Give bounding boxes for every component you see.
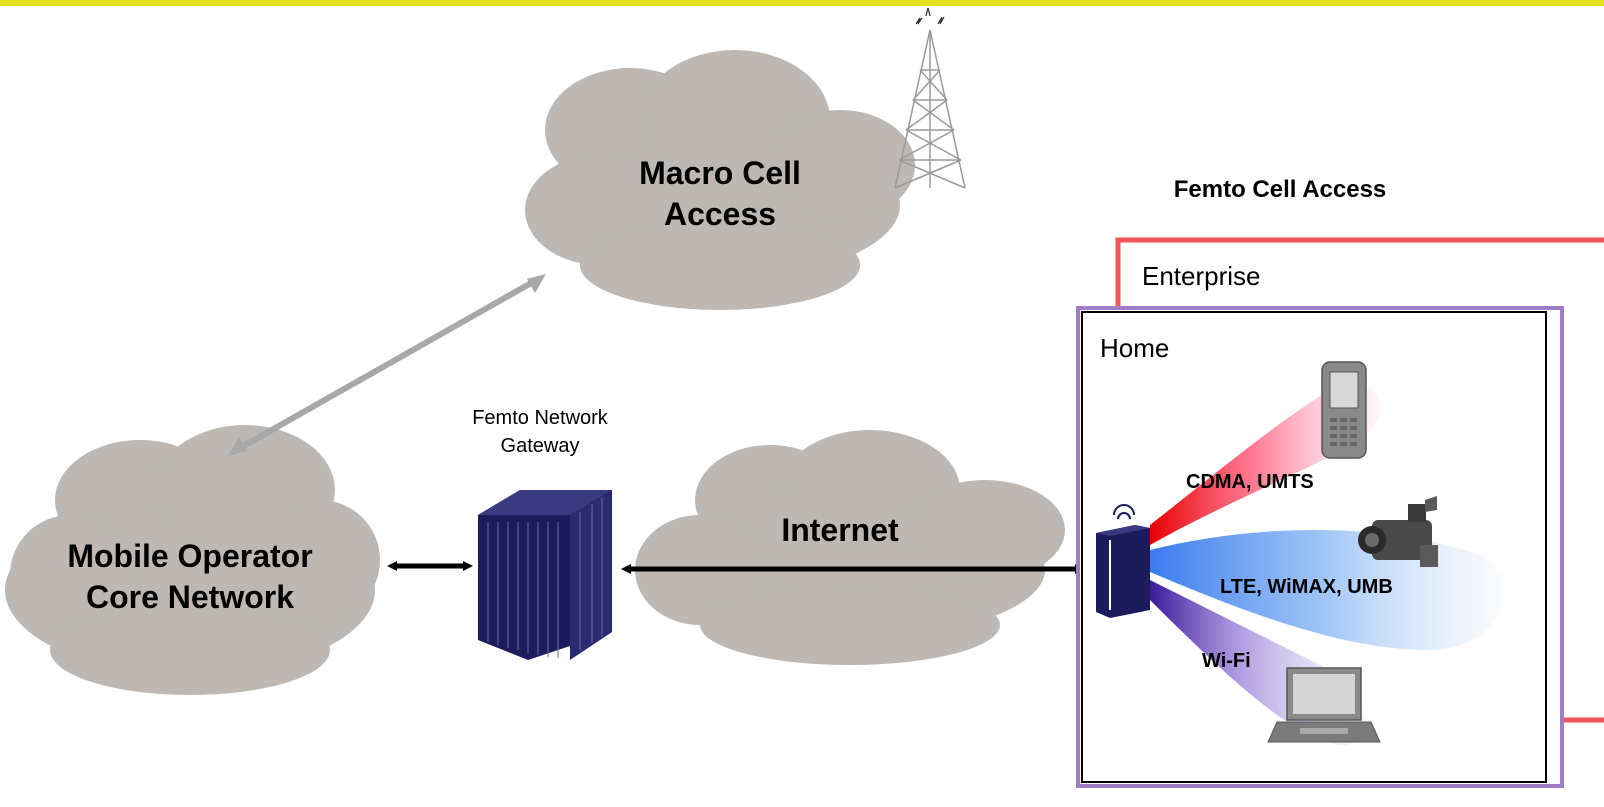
gateway-label-line2: Gateway bbox=[500, 435, 580, 457]
internet-label: Internet bbox=[781, 512, 899, 548]
cdma-umts-label: CDMA, UMTS bbox=[1186, 471, 1314, 493]
core-network-label: Mobile Operator Core Network bbox=[40, 536, 340, 618]
gateway-label-line1: Femto Network bbox=[472, 407, 608, 429]
macro-core-link-arrow bbox=[228, 274, 546, 456]
top-rule bbox=[0, 0, 1604, 6]
femto-cell-access-title: Femto Cell Access bbox=[1173, 176, 1387, 203]
femto-access-point-icon bbox=[1096, 504, 1150, 618]
mobile-phone-icon bbox=[1321, 361, 1367, 459]
core-network-label-line2: Core Network bbox=[85, 579, 295, 615]
macro-cell-cloud bbox=[525, 50, 915, 310]
home-label: Home bbox=[1100, 333, 1170, 363]
core-network-cloud bbox=[5, 425, 380, 695]
cell-tower-icon bbox=[894, 7, 966, 189]
internet-cloud bbox=[635, 430, 1065, 665]
gateway-rack-icon bbox=[478, 490, 612, 660]
gateway-label: Femto Network Gateway bbox=[430, 404, 650, 460]
macro-cell-label: Macro Cell Access bbox=[600, 153, 840, 235]
macro-cell-label-line1: Macro Cell bbox=[639, 155, 801, 191]
laptop-icon bbox=[1267, 667, 1381, 743]
core-network-label-line1: Mobile Operator bbox=[67, 538, 313, 574]
enterprise-label: Enterprise bbox=[1142, 261, 1261, 291]
macro-cell-label-line2: Access bbox=[663, 196, 777, 232]
camcorder-icon bbox=[1358, 496, 1438, 567]
wifi-label: Wi-Fi bbox=[1202, 650, 1251, 672]
lte-wimax-umb-label: LTE, WiMAX, UMB bbox=[1220, 576, 1393, 598]
